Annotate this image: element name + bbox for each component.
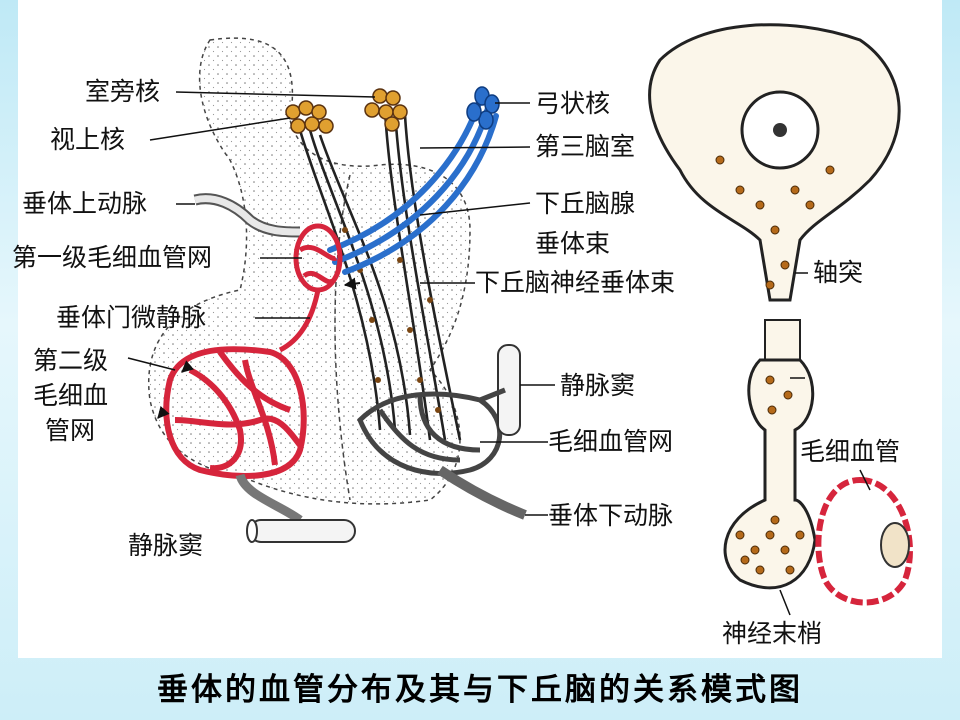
secondary-capillary-plexus [163,346,307,479]
flow-arrows [157,277,361,419]
label-inferior-hypophyseal-artery: 垂体下动脉 [548,501,674,530]
venous-drain-left [235,473,303,524]
label-supraoptic-nucleus: 视上核 [50,125,126,154]
label-capillary-network: 毛细血管网 [548,427,674,456]
figure-caption: 垂体的血管分布及其与下丘脑的关系模式图 [157,672,803,708]
label-paraventricular-nucleus: 室旁核 [85,77,161,106]
label-tuberohypophyseal-tract-line2: 垂体束 [535,229,611,258]
label-capillary: 毛细血管 [800,437,901,466]
axon [723,319,817,590]
label-secondary-plexus-line2: 毛细血 [33,381,109,410]
inferior-hypophyseal-artery [437,465,527,520]
leader-lines [127,91,871,616]
label-primary-capillary-plexus: 第一级毛细血管网 [12,243,213,272]
terminal-granules [735,375,805,575]
neuron-cell-body [648,23,901,302]
tuberohypophyseal-tract [327,97,499,275]
label-superior-hypophyseal-artery: 垂体上动脉 [22,189,148,218]
label-arcuate-nucleus: 弓状核 [535,89,611,118]
neuron-granules [715,155,835,290]
label-secondary-plexus-line1: 第二级 [33,346,109,375]
portal-venule [278,289,321,353]
label-tuberohypophyseal-tract-line1: 下丘脑腺 [535,189,636,218]
label-venous-sinus-right: 静脉窦 [560,371,636,400]
venous-sinus-left-vessel [246,519,356,543]
label-venous-sinus-left: 静脉窦 [128,531,204,560]
label-secondary-plexus-line3: 管网 [45,416,96,445]
label-third-ventricle: 第三脑室 [535,132,636,161]
capillary-cross-section [815,476,913,606]
venous-sinus-right-vessel [479,344,521,436]
label-axon: 轴突 [813,258,864,287]
arcuate-nucleus-cells [466,86,500,130]
label-nerve-terminal: 神经末梢 [722,619,823,648]
supraoptic-nucleus-cells [285,100,334,134]
paraventricular-nucleus-cells [364,88,408,132]
label-portal-venules: 垂体门微静脉 [56,303,207,332]
label-hypothalamo-neurohypophyseal-tract: 下丘脑神经垂体束 [475,268,676,297]
